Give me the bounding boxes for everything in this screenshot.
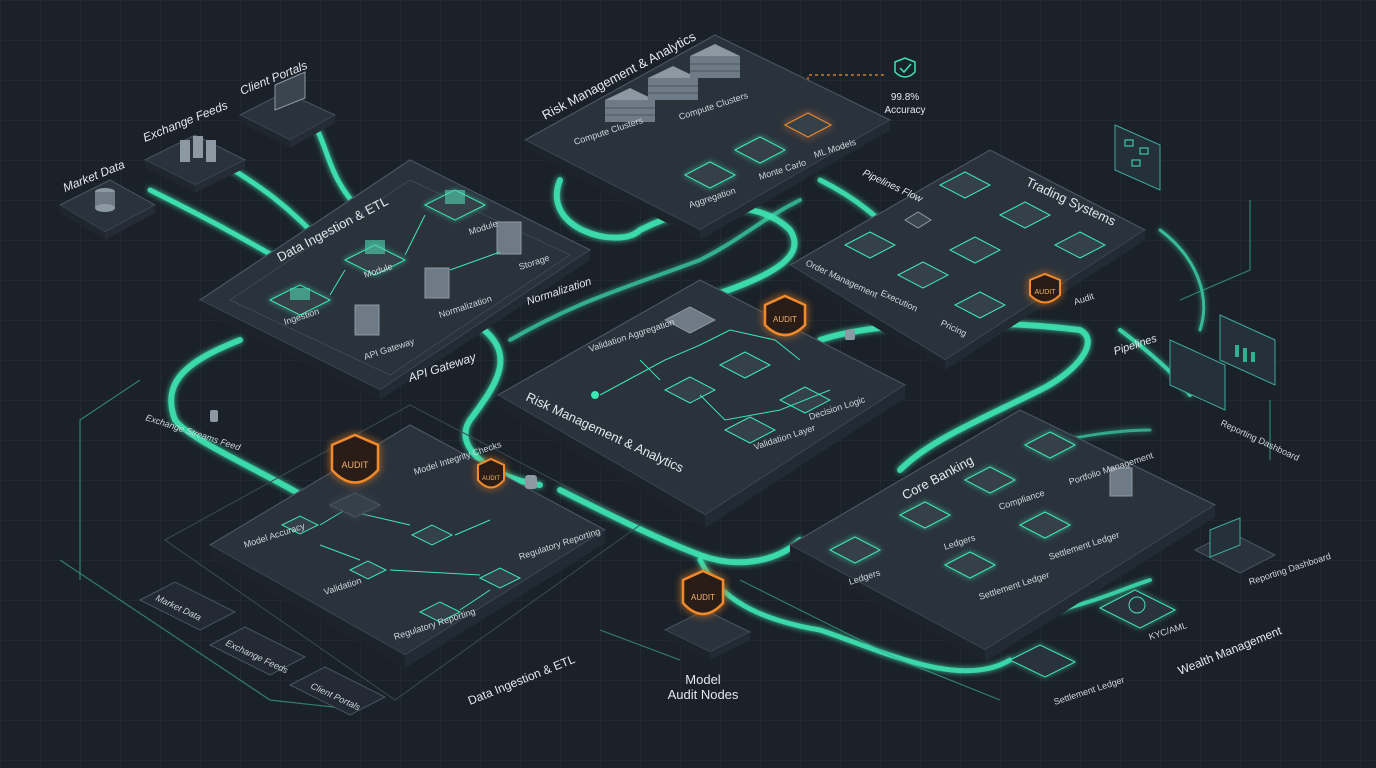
storage-module[interactable] [496, 221, 522, 255]
legend-box-exchange-feeds[interactable] [208, 626, 307, 676]
validation-layer-module[interactable] [723, 416, 777, 444]
shield-icon [330, 433, 380, 484]
risk-center-audit-text: AUDIT [773, 315, 797, 324]
risk-center-modules [591, 306, 832, 444]
ledgers-1-module[interactable] [828, 536, 882, 564]
model-panel-modules [280, 515, 522, 623]
trading-module-right[interactable] [998, 201, 1052, 229]
trading-module-mid[interactable] [948, 236, 1002, 264]
risk-center-audit-badge[interactable]: AUDIT [763, 294, 807, 337]
aggregation-module[interactable] [683, 161, 737, 189]
monitor-icon [274, 71, 306, 111]
input-client-portals[interactable] [238, 71, 337, 148]
shield-icon [1029, 272, 1061, 304]
legend-box-client-portals[interactable] [288, 666, 387, 716]
cluster-stack-3[interactable] [690, 44, 740, 78]
compliance-module[interactable] [963, 466, 1017, 494]
risk-center-flow [599, 329, 831, 421]
model-audit-node[interactable]: AUDIT [663, 569, 752, 660]
shield-icon [681, 569, 725, 616]
module-1[interactable] [343, 240, 407, 276]
accuracy-label: Accuracy [884, 105, 925, 116]
validation-aggregation-module[interactable] [663, 306, 717, 334]
risk-top-modules [683, 112, 833, 189]
shield-icon [477, 457, 505, 489]
legend-box-market-data[interactable] [138, 581, 237, 631]
globe-icon [1128, 596, 1146, 614]
normalization-module[interactable] [424, 267, 450, 299]
chip-icon [365, 240, 385, 254]
model-audit-badge-small[interactable]: AUDIT [477, 457, 505, 489]
accuracy-value: 99.8% [891, 92, 919, 103]
trading-module-top[interactable] [938, 171, 992, 199]
model-audit-nodes-line1: Model [685, 672, 721, 687]
model-node-center[interactable] [410, 524, 454, 546]
reporting-monitor-right[interactable] [1169, 314, 1276, 411]
trading-modules [843, 171, 1107, 319]
cluster-stack-2[interactable] [648, 66, 698, 100]
monte-carlo-module[interactable] [733, 136, 787, 164]
ingestion-module[interactable] [268, 284, 332, 316]
thin-connectors [59, 200, 1271, 711]
kyc-aml-node[interactable] [1098, 589, 1177, 629]
model-audit-badge-large[interactable]: AUDIT [328, 433, 382, 518]
order-management-module[interactable] [843, 231, 897, 259]
core-top-module[interactable] [1023, 431, 1077, 459]
portfolio-module[interactable] [1109, 467, 1133, 497]
router-diamond[interactable] [904, 211, 932, 229]
ml-models-module[interactable] [783, 112, 833, 138]
trading-module-far[interactable] [1053, 231, 1107, 259]
bottom-audit-text: AUDIT [691, 593, 715, 602]
database-icon [95, 188, 115, 212]
model-audit-nodes-line2: Audit Nodes [668, 687, 739, 702]
flowchart-icon [1124, 139, 1149, 167]
cluster-stack-1[interactable] [605, 88, 655, 122]
settlement-ledger-2-module[interactable] [1018, 511, 1072, 539]
risk-node-2[interactable] [663, 376, 717, 404]
risk-top-panel[interactable] [523, 34, 892, 240]
model-audit-text: AUDIT [342, 460, 370, 470]
monitor-top-right[interactable] [1114, 124, 1161, 191]
validation-module[interactable] [348, 560, 388, 580]
accuracy-badge: 99.8% Accuracy [884, 57, 926, 116]
ledgers-2-module[interactable] [898, 501, 952, 529]
input-arrow-node [591, 391, 599, 399]
chip-icon [290, 288, 310, 300]
api-gateway-module[interactable] [354, 304, 380, 336]
shield-icon [763, 294, 807, 337]
core-banking-panel[interactable] [788, 409, 1217, 662]
accuracy-connector [807, 74, 885, 110]
compute-cluster-stacks [605, 44, 740, 122]
core-banking-modules [828, 431, 1133, 579]
trading-audit-text: AUDIT [1035, 289, 1057, 296]
input-exchange-feeds[interactable] [143, 134, 247, 193]
settlement-ledger-1-module[interactable] [943, 551, 997, 579]
input-market-data[interactable] [58, 179, 157, 240]
model-audit-small-text: AUDIT [482, 476, 500, 482]
module-2[interactable] [423, 189, 487, 221]
shield-check-icon [894, 57, 916, 78]
chip-icon [445, 190, 465, 204]
bar-chart-icon [1235, 345, 1255, 362]
model-accuracy-module[interactable] [280, 515, 320, 535]
reporting-node-bottom[interactable] [418, 601, 462, 623]
etl-flow-arrows [329, 214, 501, 296]
etl-modules [268, 189, 522, 336]
regulatory-reporting-module[interactable] [478, 567, 522, 589]
settlement-ledger-node[interactable] [1008, 644, 1077, 678]
execution-module[interactable] [896, 261, 950, 289]
server-stack-icon [180, 136, 216, 162]
trading-audit-badge[interactable]: AUDIT [1029, 272, 1061, 304]
dashboard-box-right[interactable] [1193, 517, 1277, 574]
pricing-module[interactable] [953, 291, 1007, 319]
pipe-valves [210, 330, 855, 489]
risk-node-1[interactable] [718, 351, 772, 379]
etl-panel[interactable] [198, 159, 592, 400]
